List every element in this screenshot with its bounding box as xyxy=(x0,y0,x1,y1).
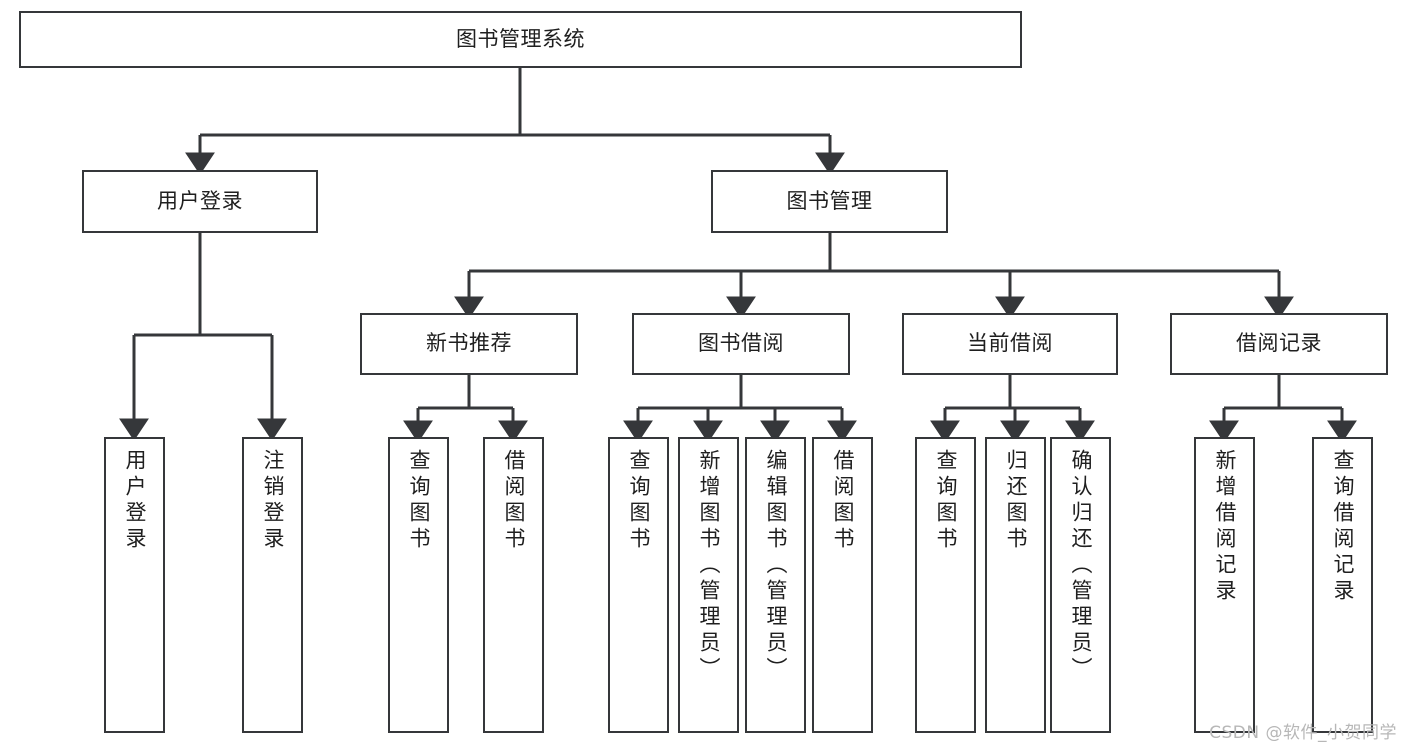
node-new-book-recommend[interactable]: 新书推荐 xyxy=(360,313,578,375)
node-leaf-query-record[interactable]: 查询借阅记录 xyxy=(1312,437,1373,733)
node-leaf-borrow-book-2-label: 借阅图书 xyxy=(831,449,855,553)
node-new-book-recommend-label: 新书推荐 xyxy=(426,331,512,356)
node-leaf-user-login[interactable]: 用户登录 xyxy=(104,437,165,733)
node-leaf-confirm-return[interactable]: 确认归还（管理员） xyxy=(1050,437,1111,733)
node-book-borrow[interactable]: 图书借阅 xyxy=(632,313,850,375)
node-leaf-add-record-label: 新增借阅记录 xyxy=(1213,449,1237,605)
node-leaf-logout-login[interactable]: 注销登录 xyxy=(242,437,303,733)
node-leaf-query-book-3[interactable]: 查询图书 xyxy=(915,437,976,733)
node-current-borrow[interactable]: 当前借阅 xyxy=(902,313,1118,375)
node-current-borrow-label: 当前借阅 xyxy=(967,331,1053,356)
node-leaf-query-book-1[interactable]: 查询图书 xyxy=(388,437,449,733)
node-borrow-record[interactable]: 借阅记录 xyxy=(1170,313,1388,375)
node-leaf-borrow-book-2[interactable]: 借阅图书 xyxy=(812,437,873,733)
node-leaf-query-book-2-label: 查询图书 xyxy=(627,449,651,553)
node-leaf-return-book[interactable]: 归还图书 xyxy=(985,437,1046,733)
node-leaf-query-book-3-label: 查询图书 xyxy=(934,449,958,553)
node-book-borrow-label: 图书借阅 xyxy=(698,331,784,356)
node-leaf-borrow-book-1[interactable]: 借阅图书 xyxy=(483,437,544,733)
node-root[interactable]: 图书管理系统 xyxy=(19,11,1022,68)
node-leaf-confirm-return-label: 确认归还（管理员） xyxy=(1069,449,1093,683)
node-leaf-edit-book-label: 编辑图书（管理员） xyxy=(764,449,788,683)
node-borrow-record-label: 借阅记录 xyxy=(1236,331,1322,356)
node-user-login-label: 用户登录 xyxy=(157,188,243,213)
node-leaf-query-book-2[interactable]: 查询图书 xyxy=(608,437,669,733)
node-leaf-user-login-label: 用户登录 xyxy=(123,449,147,553)
node-leaf-query-book-1-label: 查询图书 xyxy=(407,449,431,553)
node-root-label: 图书管理系统 xyxy=(456,26,585,51)
watermark: CSDN @软件_小贺同学 xyxy=(1209,723,1397,743)
node-leaf-add-record[interactable]: 新增借阅记录 xyxy=(1194,437,1255,733)
node-book-manage[interactable]: 图书管理 xyxy=(711,170,948,233)
node-book-manage-label: 图书管理 xyxy=(786,188,873,213)
node-leaf-return-book-label: 归还图书 xyxy=(1004,449,1028,553)
node-leaf-logout-login-label: 注销登录 xyxy=(261,449,285,553)
node-user-login[interactable]: 用户登录 xyxy=(82,170,318,233)
node-leaf-query-record-label: 查询借阅记录 xyxy=(1331,449,1355,605)
node-leaf-add-book-label: 新增图书（管理员） xyxy=(697,449,721,683)
node-leaf-edit-book[interactable]: 编辑图书（管理员） xyxy=(745,437,806,733)
node-leaf-borrow-book-1-label: 借阅图书 xyxy=(502,449,526,553)
node-leaf-add-book[interactable]: 新增图书（管理员） xyxy=(678,437,739,733)
